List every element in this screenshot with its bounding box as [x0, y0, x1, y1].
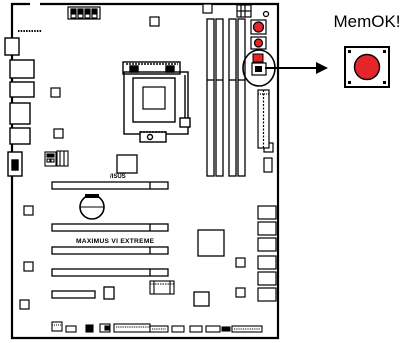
io-port — [9, 81, 35, 98]
io-port — [9, 102, 31, 125]
rear-io-ports — [4, 37, 35, 177]
top-right-connector — [202, 3, 270, 18]
dimm-slot — [206, 18, 215, 177]
memok-button-icon — [344, 46, 390, 88]
io-port — [4, 37, 20, 56]
onboard-buttons — [250, 19, 267, 50]
dimm-slot — [237, 18, 246, 177]
chipset — [103, 154, 225, 307]
model-text: MAXIMUS VI EXTREME — [76, 238, 155, 245]
pcie-slot — [51, 223, 169, 232]
mid-bottom-header — [149, 280, 175, 295]
io-port — [9, 59, 35, 79]
cpu-power-connector — [67, 6, 101, 20]
dimm-slot — [215, 18, 224, 177]
memok-label: MemOK! — [333, 12, 400, 31]
io-port-jack — [11, 159, 19, 171]
cmos-battery — [79, 194, 105, 220]
left-headers — [44, 150, 69, 167]
arrow-right-icon — [265, 62, 328, 74]
dimm-slot — [228, 18, 237, 177]
pcie-slot — [51, 290, 96, 299]
bottom-connectors — [51, 321, 263, 333]
dimm-slots — [206, 18, 246, 177]
memok-callout: MemOK! — [333, 12, 401, 88]
pcie-slot — [51, 181, 169, 190]
model-name: MAXIMUS VI EXTREME — [76, 238, 155, 245]
board-outline — [10, 2, 280, 340]
cpu-socket — [122, 61, 191, 143]
pcie-slot — [51, 268, 169, 277]
pcie-slot — [51, 246, 169, 255]
io-port — [9, 127, 31, 145]
brand-text: /ISUS — [110, 174, 126, 180]
atx-power-connector — [257, 89, 270, 149]
right-edge-headers — [257, 157, 277, 302]
brand-logo: /ISUS — [110, 174, 126, 180]
pcie-slots — [51, 181, 169, 299]
